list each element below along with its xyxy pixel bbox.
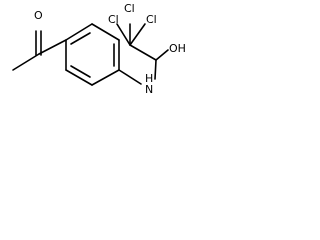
ring-to-nitrogen-bond [118,69,142,85]
chlorine-label-top: Cl [124,2,135,15]
chlorine-label-left: Cl [108,13,119,26]
benzene-ring [65,23,120,86]
ccl3-to-cl-left-bond [116,23,131,46]
carbon-to-oh-bond [155,49,169,61]
ring-bond-4 [65,69,93,86]
acetyl-group: O [12,9,67,71]
ring-to-carbonyl-bond [38,39,67,55]
ccl3-to-cl-right-bond [129,23,146,46]
ring-double-bond-2 [70,65,91,78]
chlorine-label-right: Cl [146,13,157,26]
ring-bond-1 [91,23,120,41]
hydroxyl-label: OH [169,42,186,55]
carbonyl-oxygen-label: O [34,9,43,22]
nitrogen-to-carbon-bond [154,59,157,80]
carbon-to-ccl3-bond [129,44,157,61]
ring-bond-3 [91,69,120,86]
ring-double-bond-3 [70,32,91,45]
methyl-bond [12,53,40,71]
ring-bond-6 [65,23,93,41]
